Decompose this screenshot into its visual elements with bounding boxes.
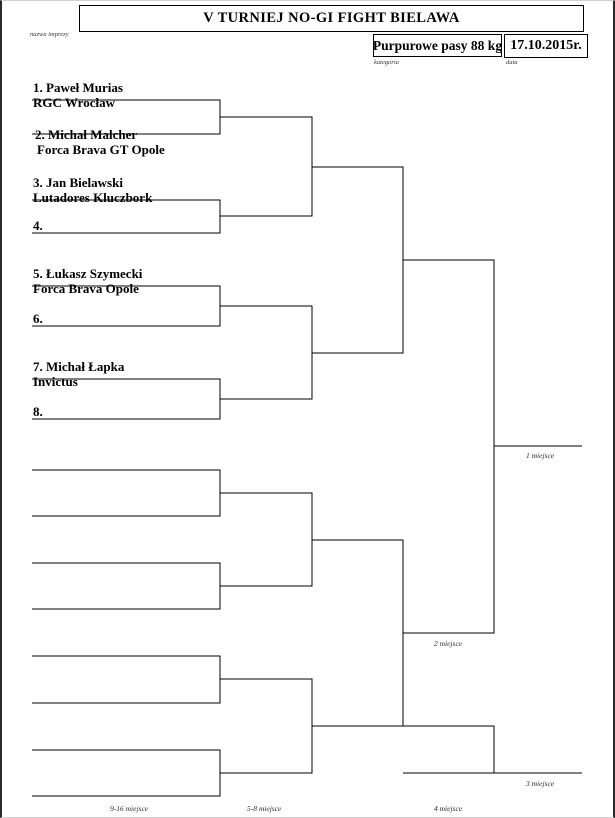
slot-5-club: Forca Brava Opole: [33, 281, 139, 296]
slot-3-club: Lutadores Kluczbork: [33, 190, 153, 205]
final-match: [403, 259, 495, 634]
round3-group: [312, 166, 404, 727]
slot-seed-1[interactable]: 1. Paweł Murias RGC Wrocław: [33, 80, 123, 110]
placement-ninth-sixteenth: 9-16 miejsce: [110, 804, 149, 813]
slot-seed-8[interactable]: 8.: [33, 404, 43, 419]
round2-group: [220, 116, 313, 774]
r2-match-1: [220, 116, 313, 217]
date-box: 17.10.2015r.: [504, 34, 588, 58]
third-place-group: [403, 725, 582, 774]
r1-match-8: [32, 749, 221, 797]
placement-second: 2 miejsce: [434, 639, 463, 648]
slot-seed-2[interactable]: 2. Michał Malcher Forca Brava GT Opole: [35, 127, 165, 157]
page-title: V TURNIEJ NO-GI FIGHT BIELAWA: [203, 10, 460, 26]
category-box: Purpurowe pasy 88 kg: [373, 34, 502, 57]
slot-1-club: RGC Wrocław: [33, 95, 115, 110]
slot-seed-5[interactable]: 5. Łukasz Szymecki Forca Brava Opole: [33, 266, 142, 296]
r1-match-7: [32, 655, 221, 704]
date-caption: data: [506, 59, 518, 66]
category-caption: kategoria: [374, 59, 399, 66]
round1-lower-group: [32, 469, 221, 797]
r1-match-6: [32, 562, 221, 610]
slot-4-name: 4.: [33, 218, 43, 233]
date-value: 17.10.2015r.: [510, 38, 582, 53]
slot-5-name: 5. Łukasz Szymecki: [33, 266, 143, 281]
slot-seed-7[interactable]: 7. Michał Łapka Invictus: [33, 359, 124, 389]
slot-2-name: 2. Michał Malcher: [35, 127, 138, 142]
third-place-match: [403, 725, 495, 774]
category-value: Purpurowe pasy 88 kg: [372, 37, 503, 53]
placement-fifth-eighth: 5-8 miejsce: [247, 804, 282, 813]
r2-match-4: [220, 678, 313, 774]
slot-3-name: 3. Jan Bielawski: [33, 175, 123, 190]
slot-seed-3[interactable]: 3. Jan Bielawski Lutadores Kluczbork: [33, 175, 152, 205]
slot-2-club: Forca Brava GT Opole: [37, 142, 165, 157]
slot-seed-6[interactable]: 6.: [33, 311, 43, 326]
r2-match-3: [220, 492, 313, 587]
r1-match-5: [32, 469, 221, 517]
r3-consolation-1: [312, 539, 404, 727]
slot-seed-4[interactable]: 4.: [33, 218, 43, 233]
slot-8-name: 8.: [33, 404, 43, 419]
slot-7-club: Invictus: [33, 374, 78, 389]
placement-fourth: 4 miejsce: [434, 804, 463, 813]
slot-6-name: 6.: [33, 311, 43, 326]
final-group: [403, 259, 582, 634]
r3-semifinal-1: [312, 166, 404, 354]
slot-1-name: 1. Paweł Murias: [33, 80, 123, 95]
r2-match-2: [220, 305, 313, 400]
placement-third: 3 miejsce: [526, 779, 555, 788]
tournament-title-box: V TURNIEJ NO-GI FIGHT BIELAWA: [79, 5, 584, 32]
slot-7-name: 7. Michał Łapka: [33, 359, 125, 374]
event-name-caption: nazwa imprezy: [30, 31, 69, 38]
placement-first: 1 miejsce: [526, 451, 555, 460]
